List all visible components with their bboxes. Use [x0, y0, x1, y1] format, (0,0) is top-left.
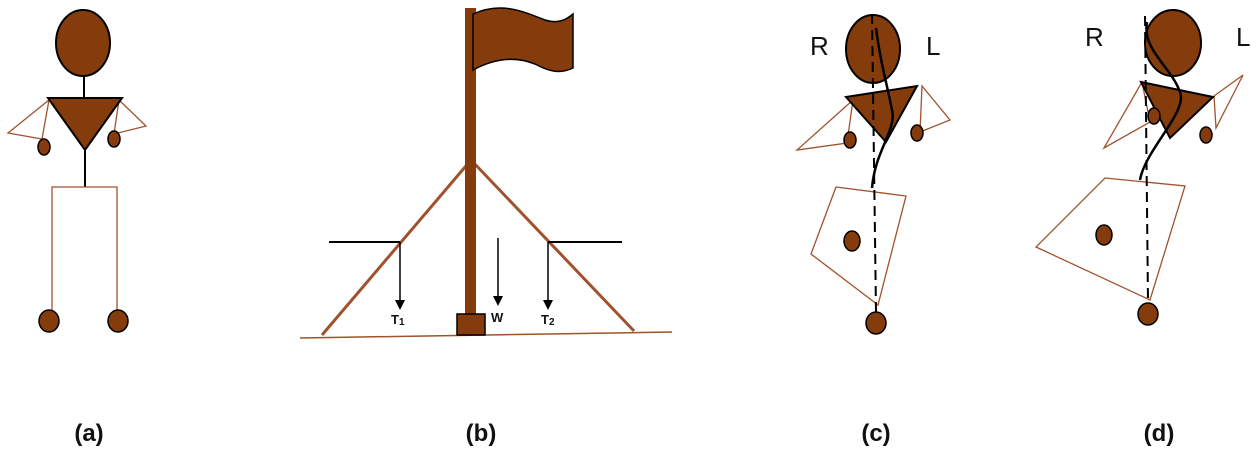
right-upper-arm	[1102, 80, 1151, 150]
side-label-left: L	[926, 31, 940, 61]
knee	[843, 230, 861, 252]
right-guy-rope	[469, 158, 636, 333]
foot	[865, 311, 887, 335]
upper-arms-right	[113, 98, 148, 135]
panel-label-d: (d)	[1144, 420, 1175, 447]
left-upper-arm	[1213, 74, 1244, 131]
left-upper-arm	[919, 84, 952, 133]
foot	[1137, 302, 1159, 326]
left-hand	[910, 124, 924, 142]
panel-label-b: (b)	[466, 420, 497, 447]
t2-arrowhead	[543, 300, 553, 310]
pelvis-legs	[810, 186, 907, 307]
ground-line	[299, 331, 673, 339]
t2-label: T2	[541, 312, 555, 328]
left-hand	[37, 138, 51, 156]
left-foot	[38, 309, 60, 333]
pelvis-legs	[1034, 177, 1186, 301]
left-guy-rope	[320, 159, 473, 336]
t1-label: T1	[391, 312, 405, 328]
side-label-right: R	[1085, 22, 1104, 52]
head	[55, 9, 111, 77]
spine-curve	[870, 27, 894, 189]
w-label: W	[491, 310, 504, 325]
panel-label-a: (a)	[74, 420, 103, 447]
panel-b-flagpole: T1 W T2	[299, 7, 673, 339]
t1-arrowhead	[395, 300, 405, 310]
side-label-right: R	[810, 31, 829, 61]
upper-arms	[6, 98, 50, 140]
left-hand	[1199, 126, 1213, 144]
panel-c-figure: R L	[794, 13, 952, 335]
pole-base	[456, 313, 486, 336]
torso	[844, 84, 919, 144]
right-upper-arm	[794, 98, 854, 151]
right-hand	[1147, 107, 1161, 125]
legs	[51, 186, 118, 310]
right-hand	[107, 130, 121, 148]
flag-pole	[465, 8, 476, 315]
right-foot	[107, 309, 129, 333]
plumb-line	[871, 13, 877, 313]
spine-curve	[1138, 21, 1183, 181]
panel-a-figure	[6, 9, 148, 333]
head	[1144, 9, 1202, 77]
right-hand	[843, 131, 857, 149]
w-arrowhead	[493, 296, 503, 306]
flag	[472, 7, 574, 73]
panel-label-c: (c)	[861, 420, 890, 447]
knee	[1095, 224, 1113, 246]
torso	[46, 97, 124, 152]
panel-d-figure: R L	[1034, 9, 1250, 326]
side-label-left: L	[1236, 22, 1250, 52]
